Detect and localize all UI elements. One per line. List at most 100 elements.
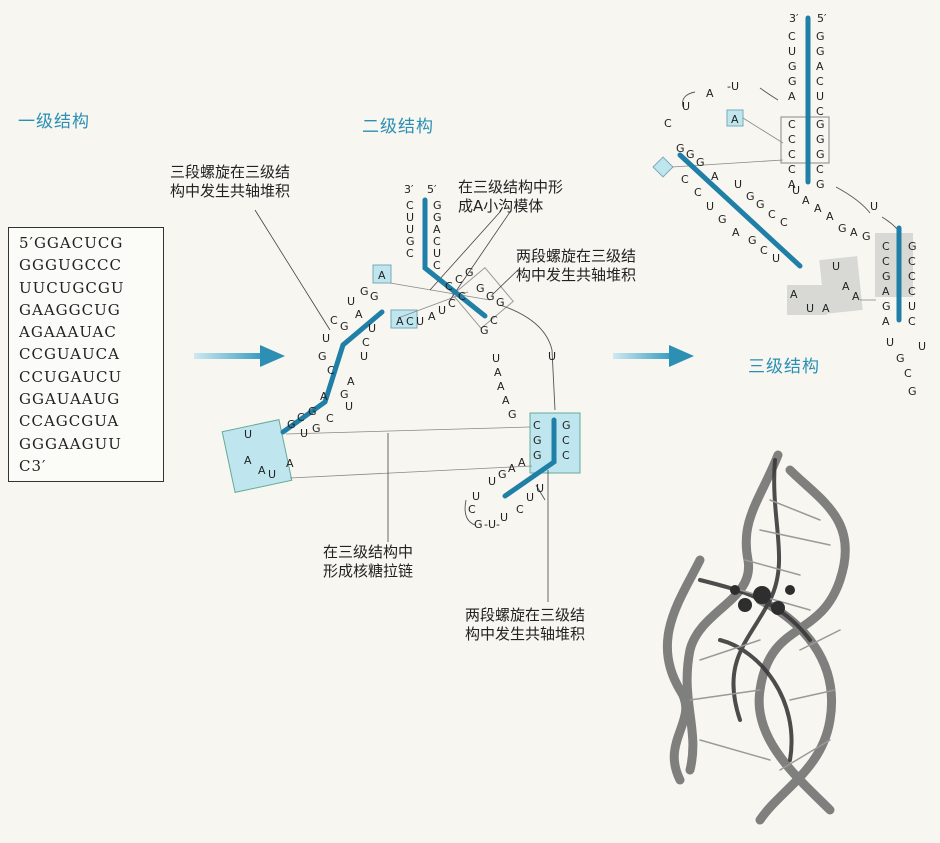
svg-text:G: G [816, 30, 825, 43]
svg-text:G: G [816, 118, 825, 131]
svg-text:U: U [706, 200, 714, 213]
svg-text:A: A [788, 90, 796, 103]
sequence-line: UUCUGCGU [19, 278, 125, 297]
helix-axis-group [280, 197, 557, 499]
svg-text:A: A [731, 113, 739, 126]
sequence-line: GGAUAAUG [19, 390, 121, 409]
svg-text:C: C [330, 314, 338, 327]
svg-text:C: C [760, 244, 768, 257]
svg-text:U: U [492, 352, 500, 365]
svg-text:G: G [340, 388, 349, 401]
svg-text:C: C [455, 273, 463, 286]
helix-axis [502, 417, 557, 499]
svg-text:C: C [327, 364, 335, 377]
svg-text:C: C [448, 297, 456, 310]
svg-text:C: C [816, 163, 824, 176]
svg-text:U: U [536, 482, 544, 495]
svg-text:C: C [490, 314, 498, 327]
svg-text:U: U [433, 247, 441, 260]
svg-text:C: C [406, 199, 414, 212]
svg-text:A: A [244, 454, 252, 467]
svg-text:U: U [908, 300, 916, 313]
sequence-line: CCGUAUCA [19, 345, 120, 364]
svg-text:A: A [320, 390, 328, 403]
svg-text:A: A [790, 288, 798, 301]
secondary-structure-title: 二级结构 [362, 117, 434, 137]
arrow-primary-to-secondary [194, 345, 285, 367]
three-prime-end: 3′ [404, 183, 414, 196]
svg-text:A: A [822, 302, 830, 315]
svg-text:A: A [428, 310, 436, 323]
primary-structure-title: 一级结构 [18, 112, 90, 132]
svg-text:U: U [345, 400, 353, 413]
svg-text:U: U [918, 340, 926, 353]
svg-text:U: U [416, 315, 424, 328]
svg-text:C: C [882, 240, 890, 253]
svg-text:G: G [370, 290, 379, 303]
svg-text:U: U [832, 260, 840, 273]
svg-text:C: C [816, 105, 824, 118]
svg-text:C: C [788, 133, 796, 146]
svg-text:A: A [433, 223, 441, 236]
gray-helix-box [875, 233, 913, 297]
svg-text:C: C [788, 148, 796, 161]
svg-text:C: C [780, 216, 788, 229]
svg-text:G: G [287, 418, 296, 431]
svg-text:G: G [433, 199, 442, 212]
tertiary-3d-ribbon [662, 450, 850, 825]
adenine-highlight-box [372, 264, 392, 284]
svg-text:C: C [908, 315, 916, 328]
sequence-line: C3′ [19, 456, 47, 475]
ua-loop-highlight-box [221, 419, 293, 493]
svg-text:G: G [816, 133, 825, 146]
svg-text:G: G [816, 148, 825, 161]
svg-text:C: C [788, 30, 796, 43]
svg-text:A: A [355, 308, 363, 321]
gray-pair-box [780, 116, 830, 164]
svg-text:G: G [756, 198, 765, 211]
svg-text:G: G [486, 290, 495, 303]
helix-axis [280, 309, 385, 435]
svg-text:C: C [664, 117, 672, 130]
svg-text:U: U [788, 45, 796, 58]
helix-axis [677, 152, 803, 269]
adenine-highlight-box [652, 156, 674, 178]
annotation-coaxial-stack-three: 三段螺旋在三级结 构中发生共轴堆积 [170, 163, 291, 200]
svg-text:G: G [433, 211, 442, 224]
svg-text:A: A [852, 290, 860, 303]
svg-text:G: G [788, 60, 797, 73]
svg-text:C: C [904, 367, 912, 380]
svg-text:C: C [433, 235, 441, 248]
annotation-coaxial-stack-two-upper: 两段螺旋在三级结 构中发生共轴堆积 [516, 247, 637, 284]
svg-text:A: A [258, 464, 266, 477]
svg-text:A: A [711, 170, 719, 183]
svg-text:C: C [445, 280, 453, 293]
svg-text:G: G [896, 352, 905, 365]
svg-text:C: C [908, 270, 916, 283]
svg-text:U: U [734, 178, 742, 191]
svg-text:A: A [732, 226, 740, 239]
svg-text:C: C [816, 75, 824, 88]
svg-text:U: U [488, 475, 496, 488]
svg-text:U: U [368, 322, 376, 335]
helix-axis-group [677, 15, 902, 323]
svg-text:C: C [694, 186, 702, 199]
svg-text:U: U [548, 350, 556, 363]
svg-text:U: U [806, 302, 814, 315]
svg-text:G: G [496, 296, 505, 309]
svg-text:C: C [788, 118, 796, 131]
svg-text:U: U [870, 200, 878, 213]
svg-text:U: U [268, 468, 276, 481]
svg-text:C: C [433, 259, 441, 272]
svg-text:G: G [882, 270, 891, 283]
svg-text:A: A [826, 210, 834, 223]
svg-text:A: A [706, 87, 714, 100]
svg-text:A: A [494, 366, 502, 379]
svg-text:C: C [533, 419, 541, 432]
arrow-secondary-to-tertiary [613, 345, 694, 367]
primary-sequence-box: 5′GGACUCG GGGUGCCC UUCUGCGU GAAGGCUG AGA… [8, 227, 164, 482]
